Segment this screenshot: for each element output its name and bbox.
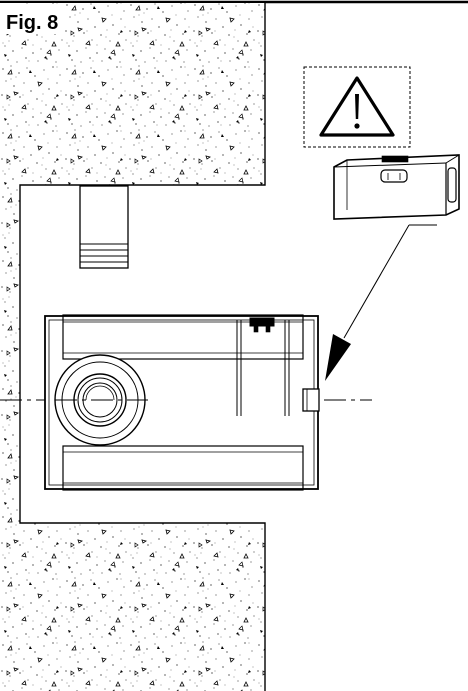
spirit-level-icon [333,154,460,220]
device-unit [44,314,320,491]
figure-label-text: Fig. 8 [6,12,58,34]
figure-label: Fig. 8 [0,4,62,34]
warning-triangle-icon [303,66,411,148]
concrete-wall [0,3,266,691]
pipe-stub [79,185,129,269]
pointer-arrow [325,224,437,381]
